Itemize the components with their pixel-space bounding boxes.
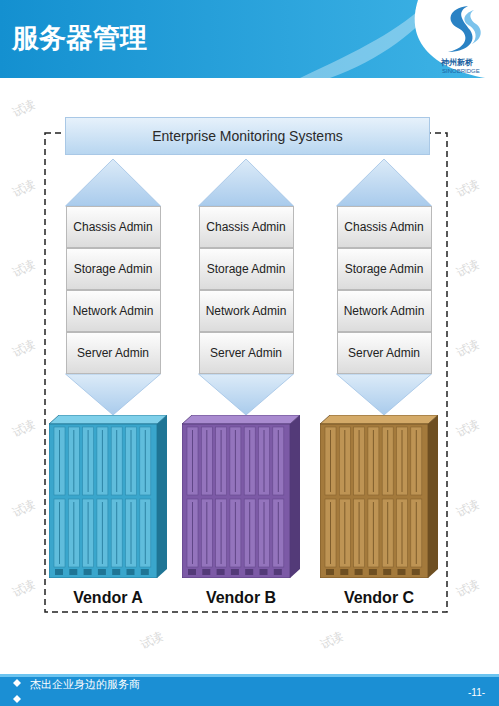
vendor-rack: Vendor A bbox=[49, 415, 167, 607]
footer-bar bbox=[0, 674, 499, 706]
node-label: Chassis Admin bbox=[206, 220, 285, 234]
admin-box: Server Admin bbox=[337, 332, 432, 374]
watermark: 试读 bbox=[318, 628, 347, 654]
watermark: 试读 bbox=[454, 256, 483, 282]
watermark: 试读 bbox=[10, 256, 39, 282]
vendor-name: Vendor B bbox=[182, 589, 300, 607]
vendor-name: Vendor C bbox=[320, 589, 438, 607]
node-label: Enterprise Monitoring Systems bbox=[152, 128, 343, 144]
node-label: Storage Admin bbox=[207, 262, 286, 276]
watermark: 试读 bbox=[454, 416, 483, 442]
admin-box: Storage Admin bbox=[199, 248, 294, 290]
page-title: 服务器管理 bbox=[12, 20, 147, 56]
node-label: Server Admin bbox=[77, 346, 149, 360]
node-label: Network Admin bbox=[206, 304, 287, 318]
block-arrow bbox=[337, 159, 432, 206]
watermark: 试读 bbox=[10, 576, 39, 602]
watermark: 试读 bbox=[454, 176, 483, 202]
page-number: -11- bbox=[468, 687, 485, 698]
admin-box: Storage Admin bbox=[66, 248, 161, 290]
block-arrow bbox=[337, 374, 432, 415]
watermark: 试读 bbox=[10, 96, 39, 122]
node-label: Server Admin bbox=[210, 346, 282, 360]
bullet bbox=[13, 679, 21, 687]
admin-box: Server Admin bbox=[199, 332, 294, 374]
dashed-boundary bbox=[45, 133, 447, 612]
node-label: Storage Admin bbox=[74, 262, 153, 276]
logo-ground bbox=[415, 0, 499, 80]
block-arrow bbox=[66, 374, 161, 415]
admin-box: Chassis Admin bbox=[199, 206, 294, 248]
watermark: 试读 bbox=[10, 176, 39, 202]
node-label: Storage Admin bbox=[345, 262, 424, 276]
watermark: 试读 bbox=[454, 336, 483, 362]
server-rack-illustration bbox=[49, 415, 167, 578]
node-label: Server Admin bbox=[348, 346, 420, 360]
admin-box: Network Admin bbox=[337, 290, 432, 332]
watermark: 试读 bbox=[138, 628, 167, 654]
block-arrow bbox=[199, 374, 294, 415]
admin-box: Network Admin bbox=[66, 290, 161, 332]
node-label: Chassis Admin bbox=[73, 220, 152, 234]
block-arrow bbox=[66, 159, 161, 206]
node-label: Chassis Admin bbox=[344, 220, 423, 234]
watermark: 试读 bbox=[10, 336, 39, 362]
vendor-rack: Vendor C bbox=[320, 415, 438, 607]
logo-subtext: SINOBRIDGE bbox=[442, 68, 480, 74]
watermark: 试读 bbox=[10, 416, 39, 442]
node-label: Network Admin bbox=[344, 304, 425, 318]
vendor-rack: Vendor B bbox=[182, 415, 300, 607]
admin-box: Server Admin bbox=[66, 332, 161, 374]
bullet bbox=[13, 695, 21, 703]
admin-box: Chassis Admin bbox=[66, 206, 161, 248]
footer-slogan: 杰出企业身边的服务商 bbox=[30, 677, 140, 692]
logo-mark bbox=[448, 6, 481, 52]
logo-text: 神州新桥 bbox=[441, 57, 473, 68]
server-rack-illustration bbox=[320, 415, 438, 578]
vendor-name: Vendor A bbox=[49, 589, 167, 607]
admin-box: Chassis Admin bbox=[337, 206, 432, 248]
server-rack-illustration bbox=[182, 415, 300, 578]
block-arrow bbox=[199, 159, 294, 206]
watermark: 试读 bbox=[454, 496, 483, 522]
admin-box: Storage Admin bbox=[337, 248, 432, 290]
admin-box: Network Admin bbox=[199, 290, 294, 332]
watermark: 试读 bbox=[454, 576, 483, 602]
system-band: Enterprise Monitoring Systems bbox=[65, 117, 430, 155]
node-label: Network Admin bbox=[73, 304, 154, 318]
watermark: 试读 bbox=[10, 496, 39, 522]
footer-stripe bbox=[0, 674, 499, 677]
